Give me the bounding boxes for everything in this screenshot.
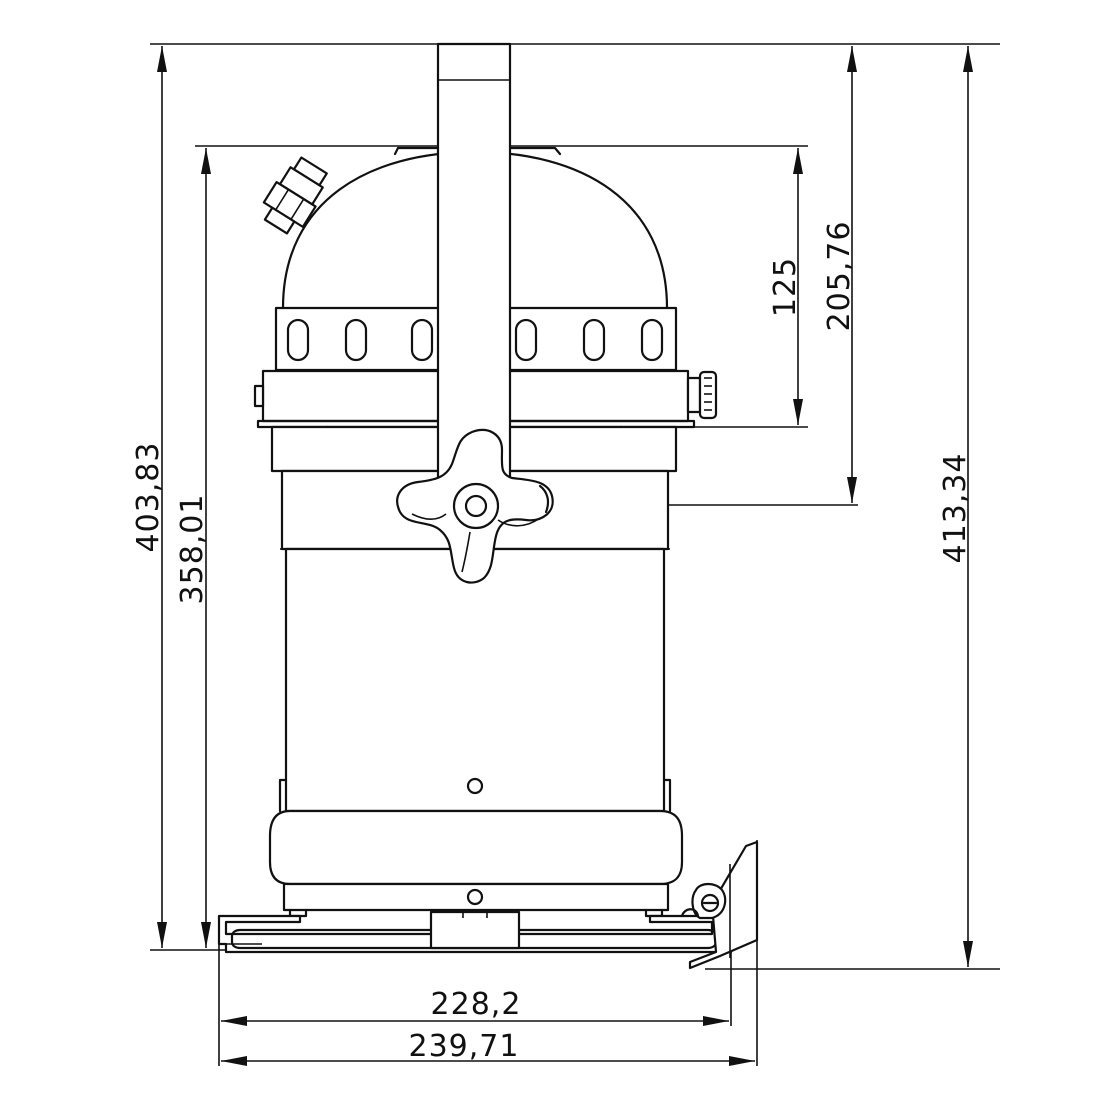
vent-slots: [286, 318, 664, 362]
side-connector: [686, 370, 718, 420]
collar-screw: [466, 888, 484, 906]
base-plate: [217, 910, 733, 954]
flange-tab-left: [253, 384, 265, 408]
label-overall-height-left: 403,83: [131, 442, 166, 553]
frame-latch: [680, 840, 759, 970]
center-clip: [429, 910, 521, 950]
dim-dome-height: [793, 148, 803, 425]
yoke-arm: [436, 42, 512, 486]
label-body-height: 358,01: [175, 494, 210, 605]
cable-gland: [262, 156, 328, 235]
flange-lip: [256, 419, 696, 429]
dim-overall-width: [221, 1056, 755, 1066]
cylinder-edge-right: [662, 778, 672, 813]
label-overall-width: 239,71: [409, 1029, 520, 1064]
label-overall-height-right: 413,34: [938, 453, 973, 564]
label-dome-height: 125: [768, 257, 803, 317]
main-cylinder: [284, 547, 666, 813]
tilt-knob: [396, 428, 554, 584]
dim-pivot-height: [847, 46, 857, 503]
label-base-width: 228,2: [431, 987, 522, 1022]
cylinder-screw: [466, 777, 484, 795]
dim-body-height: [201, 148, 211, 948]
lamp-fixture: [217, 42, 759, 970]
dim-overall-height-left: [157, 46, 167, 948]
lower-collar: [282, 882, 670, 912]
label-pivot-height: 205,76: [822, 221, 857, 332]
front-ring: [268, 809, 684, 886]
dim-base-width: [221, 1016, 729, 1026]
dimension-lines: [150, 43, 1000, 1066]
dim-overall-height-right: [963, 46, 973, 967]
cylinder-edge-left: [278, 778, 288, 813]
